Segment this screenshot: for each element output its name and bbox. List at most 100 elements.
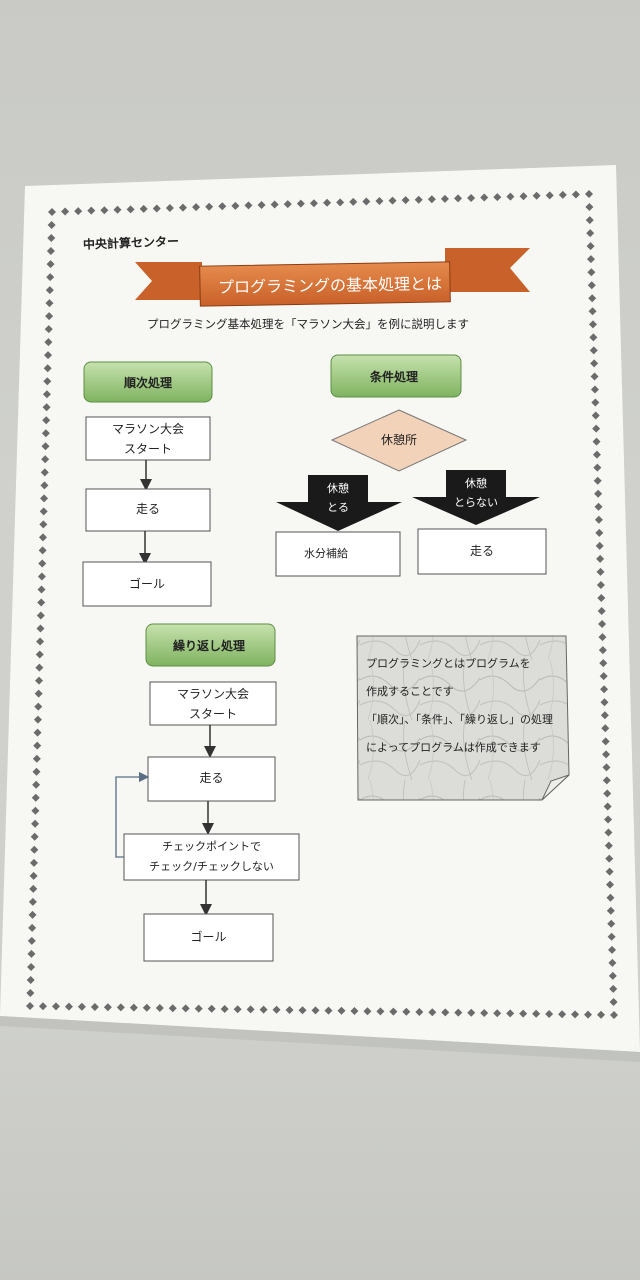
border-dot <box>607 919 616 928</box>
title-banner <box>135 248 530 307</box>
seq-step-2: 走る <box>135 502 160 516</box>
decision-text: 休憩所 <box>380 433 417 447</box>
border-dot <box>337 1006 346 1015</box>
border-dot <box>32 754 41 763</box>
border-dot <box>467 1008 476 1017</box>
border-dot <box>32 767 41 776</box>
border-dot <box>595 541 604 550</box>
border-dot <box>519 192 528 201</box>
border-dot <box>192 203 201 212</box>
border-dot <box>43 377 52 386</box>
border-dot <box>506 192 515 201</box>
border-dot <box>30 832 39 841</box>
border-dot <box>142 1003 151 1012</box>
result-yes: 水分補給 <box>304 547 348 560</box>
border-dot <box>593 476 602 485</box>
border-dot <box>37 572 46 581</box>
border-dot <box>26 988 35 997</box>
label-conditional <box>330 354 462 398</box>
border-dot <box>152 204 161 213</box>
border-dot <box>506 1009 515 1018</box>
border-dot <box>591 411 600 420</box>
label-conditional-text: 条件処理 <box>370 370 419 384</box>
border-dot <box>588 307 597 316</box>
border-dot <box>558 1010 567 1019</box>
border-dot <box>36 637 45 646</box>
border-dot <box>609 984 618 993</box>
border-dot <box>596 567 605 576</box>
border-dot <box>389 1007 398 1016</box>
border-dot <box>178 203 187 212</box>
border-dot <box>51 1002 60 1011</box>
border-dot <box>27 936 36 945</box>
border-dot <box>34 689 43 698</box>
border-dot <box>74 207 83 216</box>
subtitle: プログラミング基本処理を「マラソン大会」を例に説明します <box>147 317 469 331</box>
border-dot <box>388 196 397 205</box>
border-dot <box>43 364 52 373</box>
border-dot <box>586 229 595 238</box>
border-dot <box>597 1010 606 1019</box>
border-dot <box>493 193 502 202</box>
border-dot <box>41 442 50 451</box>
border-dot <box>571 1010 580 1019</box>
border-dot <box>29 858 38 867</box>
border-dot <box>596 580 605 589</box>
border-dot <box>41 455 50 464</box>
border-dot <box>585 216 594 225</box>
border-dot <box>603 789 612 798</box>
border-dot <box>591 398 600 407</box>
border-dot <box>44 338 53 347</box>
border-dot <box>296 199 305 208</box>
border-dot <box>270 200 279 209</box>
border-dot <box>44 351 53 360</box>
border-dot <box>298 1006 307 1015</box>
border-dot <box>26 975 35 984</box>
note-line-4: によってプログラムは作成できます <box>366 741 541 754</box>
note-line-3: 「順次」、「条件」、「繰り返し」の処理 <box>366 713 553 726</box>
border-dot <box>597 593 606 602</box>
border-dot <box>441 1008 450 1017</box>
border-dot <box>589 346 598 355</box>
border-dot <box>605 867 614 876</box>
border-dot <box>44 325 53 334</box>
border-dot <box>599 672 608 681</box>
note-line-1: プログラミングとはプログラムを <box>366 657 531 670</box>
border-dot <box>34 702 43 711</box>
border-dot <box>33 741 42 750</box>
border-dot <box>376 1007 385 1016</box>
border-dot <box>584 1010 593 1019</box>
border-dot <box>42 390 51 399</box>
seq-step-3: ゴール <box>128 577 165 591</box>
border-dot <box>590 359 599 368</box>
border-dot <box>590 372 599 381</box>
border-dot <box>46 247 55 256</box>
border-dot <box>593 463 602 472</box>
border-dot <box>428 1008 437 1017</box>
loop-step-3: チェックポイントで チェック/チェックしない <box>149 840 274 873</box>
note-line-2: 作成することです <box>366 685 454 698</box>
border-dot <box>35 663 44 672</box>
border-dot <box>493 1009 502 1018</box>
border-dot <box>467 193 476 202</box>
border-dot <box>40 468 49 477</box>
label-loop <box>145 623 276 667</box>
border-dot <box>602 750 611 759</box>
border-dot <box>45 299 54 308</box>
border-dot <box>42 416 51 425</box>
border-dot <box>605 854 614 863</box>
border-dot <box>350 1007 359 1015</box>
border-dot <box>454 194 463 203</box>
border-dot <box>47 234 56 243</box>
border-dot <box>602 776 611 785</box>
border-dot <box>532 191 541 200</box>
border-dot <box>28 897 37 906</box>
border-dot <box>480 193 489 202</box>
border-dot <box>324 1006 333 1015</box>
border-dot <box>40 494 49 503</box>
border-dot <box>220 1005 229 1013</box>
border-dot <box>246 1005 255 1014</box>
border-dot <box>103 1003 112 1012</box>
border-dot <box>36 611 45 620</box>
border-dot <box>155 1004 164 1012</box>
